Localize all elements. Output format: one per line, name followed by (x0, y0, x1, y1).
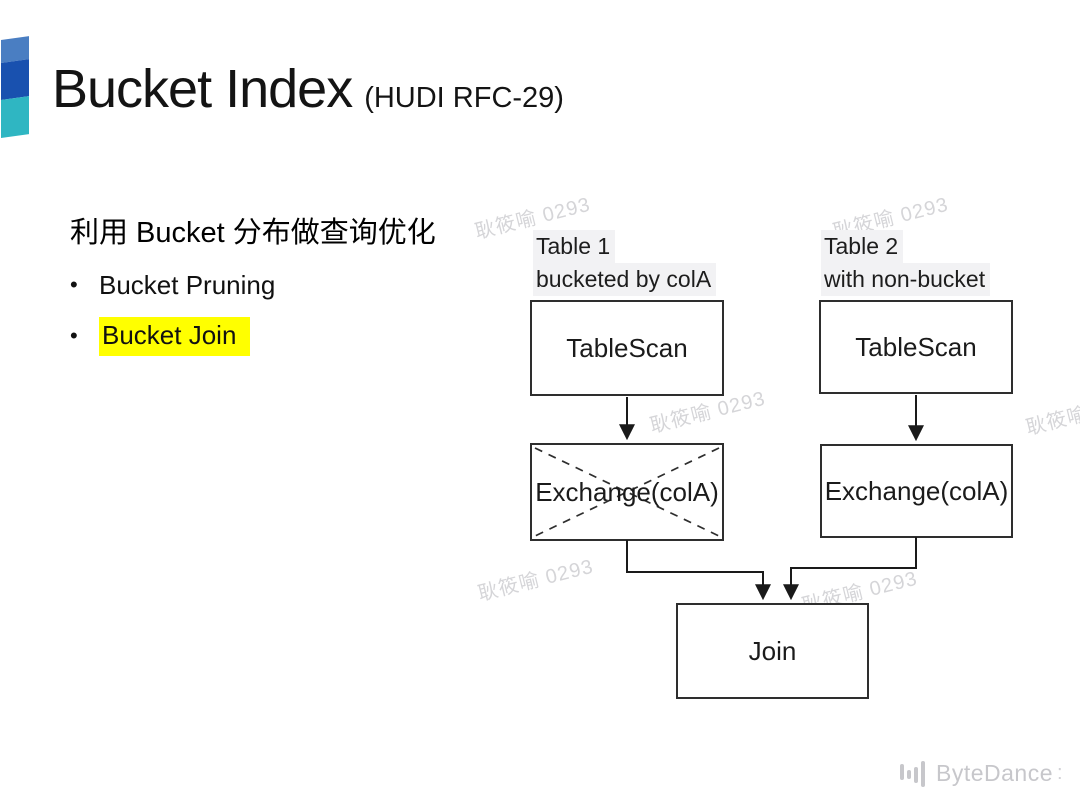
bullet-label: Bucket Pruning (99, 269, 276, 300)
bullet-marker: • (70, 272, 78, 297)
node-join: Join (676, 603, 869, 699)
section-heading: 利用 Bucket 分布做查询优化 (70, 217, 436, 249)
node-label: Exchange(colA) (535, 476, 719, 507)
bullet-list: • Bucket Pruning • Bucket Join (70, 268, 275, 370)
brand-name: ByteDance (936, 759, 1054, 786)
watermark: 耿筱喻 0293 (475, 555, 596, 606)
node-tablescan-table2: TableScan (819, 300, 1013, 394)
crossed-out-x-mark (534, 447, 720, 537)
bullet-label-highlighted: Bucket Join (99, 316, 251, 356)
logo-band-bottom (1, 96, 29, 138)
page-title-suffix: (HUDI RFC-29) (364, 82, 564, 114)
cropped-glyph: : (1057, 761, 1063, 784)
table1-label: Table 1 bucketed by colA (533, 230, 717, 296)
table2-label-line2: with non-bucket (821, 263, 991, 296)
page-title: Bucket Index (52, 59, 353, 119)
node-tablescan-table1: TableScan (530, 300, 724, 396)
node-exchange-table2: Exchange(colA) (820, 444, 1013, 538)
node-exchange-table1-crossed-out: Exchange(colA) (530, 443, 724, 541)
list-item-bucket-join: • Bucket Join (70, 316, 275, 356)
table2-label: Table 2 with non-bucket (821, 230, 991, 296)
slide-corner-logo-icon (1, 36, 29, 138)
list-item-bucket-pruning: • Bucket Pruning (70, 268, 275, 302)
title-block: Bucket Index (HUDI RFC-29) (52, 58, 564, 120)
node-label: TableScan (566, 332, 688, 363)
bytedance-bars-icon (900, 761, 925, 787)
node-label: Exchange(colA) (824, 475, 1009, 506)
node-label: TableScan (855, 331, 977, 362)
bullet-marker: • (70, 323, 78, 348)
logo-band-middle (1, 59, 29, 100)
table1-label-line2: bucketed by colA (533, 263, 717, 296)
node-label: Join (748, 635, 797, 666)
watermark: 耿筱喻 0293 (1023, 390, 1080, 440)
footer-brand: ByteDance : (900, 758, 1063, 788)
table2-label-line1: Table 2 (821, 230, 904, 263)
table1-label-line1: Table 1 (533, 230, 616, 263)
